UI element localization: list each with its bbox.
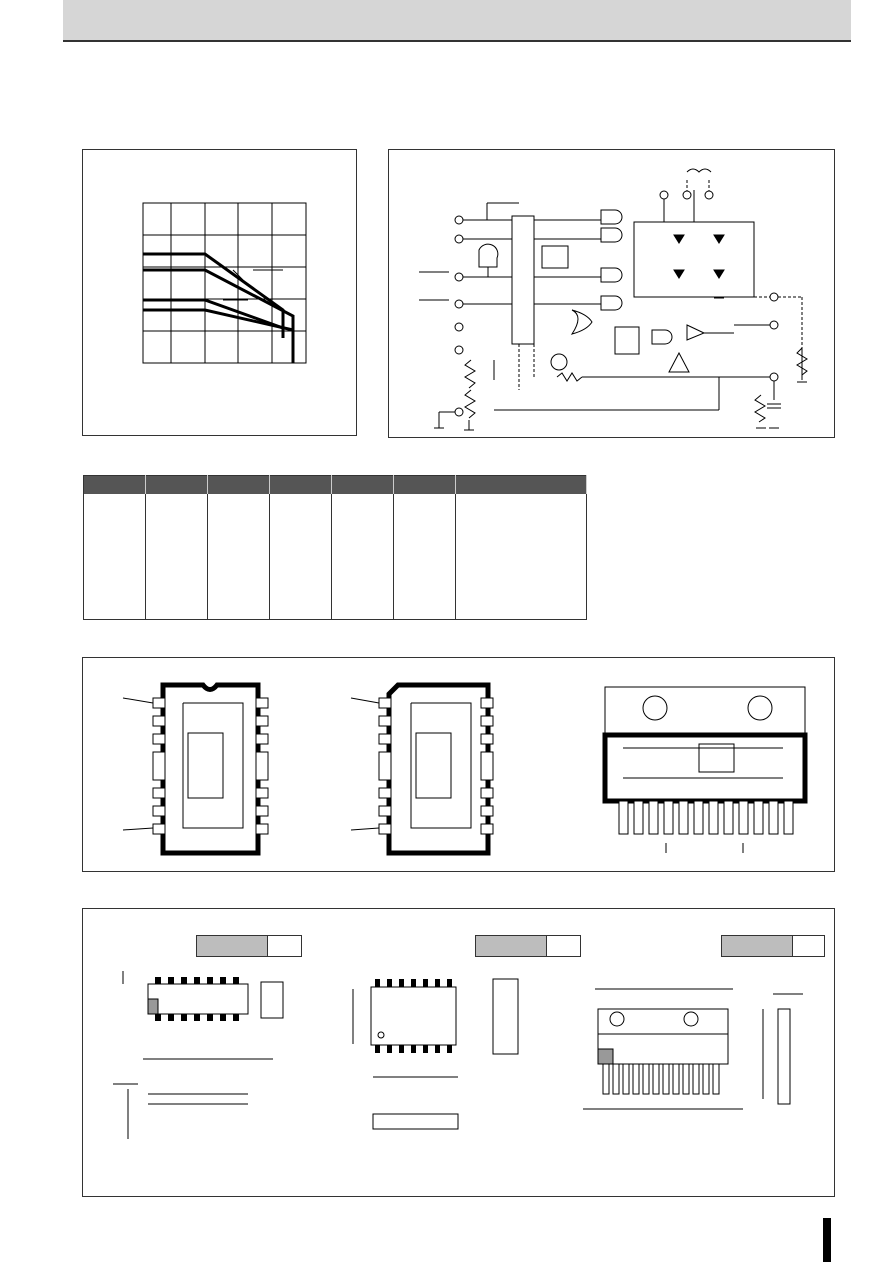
internal-circuits bbox=[122, 682, 808, 856]
table-header-cell bbox=[455, 475, 587, 494]
section-marker bbox=[823, 1218, 831, 1262]
table-header-cell bbox=[83, 475, 146, 494]
derating-chart-panel bbox=[82, 149, 357, 436]
spec-table bbox=[83, 475, 587, 620]
table-header-cell bbox=[269, 475, 332, 494]
package-outlines bbox=[113, 971, 803, 1139]
table-header-cell bbox=[393, 475, 456, 494]
package-label-3 bbox=[721, 935, 825, 957]
block-diagram-panel bbox=[388, 149, 835, 438]
package-label-1 bbox=[196, 935, 302, 957]
package-outlines-panel bbox=[82, 908, 835, 1197]
table-header-cell bbox=[207, 475, 270, 494]
table-header-cell bbox=[145, 475, 208, 494]
header-bar bbox=[63, 0, 851, 42]
block-diagram bbox=[419, 168, 808, 431]
table-header-row bbox=[83, 475, 587, 494]
table-row bbox=[83, 494, 587, 620]
derating-chart bbox=[142, 202, 307, 364]
package-label-2 bbox=[475, 935, 581, 957]
internal-circuits-panel bbox=[82, 657, 835, 872]
table-header-cell bbox=[331, 475, 394, 494]
